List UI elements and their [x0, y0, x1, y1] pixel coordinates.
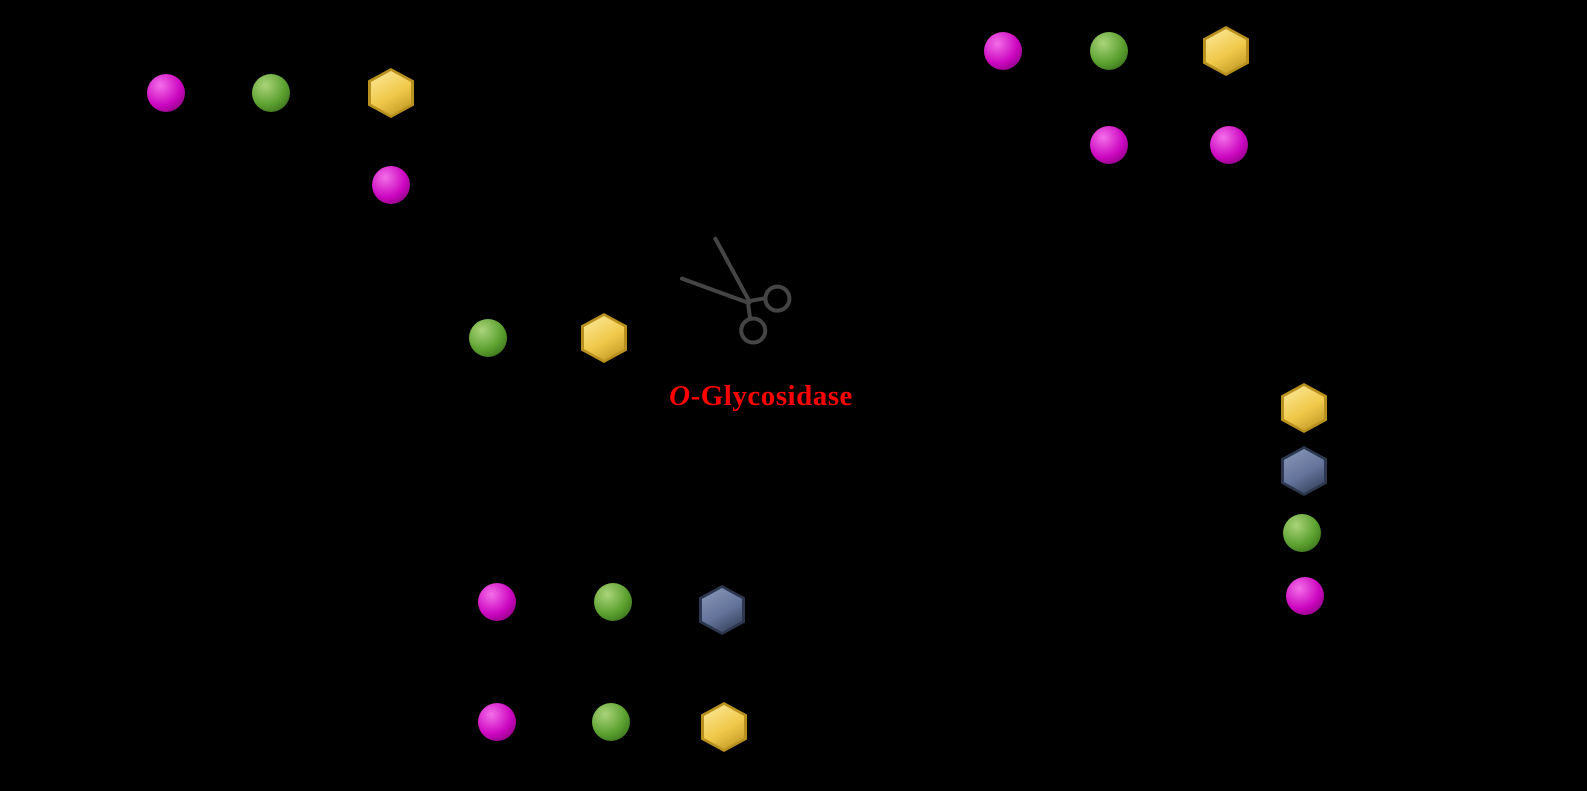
enzyme-label-prefix: O: [669, 380, 691, 412]
enzyme-label: O-Glycosidase: [646, 380, 876, 413]
yellow-hexagon: [1203, 26, 1249, 76]
magenta-sphere: [1286, 577, 1324, 615]
magenta-sphere: [478, 703, 516, 741]
hexagon-face: [371, 71, 411, 115]
magenta-sphere: [478, 583, 516, 621]
magenta-sphere: [1210, 126, 1248, 164]
scissors-icon: [678, 236, 798, 358]
magenta-sphere: [147, 74, 185, 112]
green-sphere: [1283, 514, 1321, 552]
yellow-hexagon: [368, 68, 414, 118]
hexagon-face: [1284, 449, 1324, 493]
magenta-sphere: [1090, 126, 1128, 164]
enzyme-label-rest: -Glycosidase: [690, 380, 853, 412]
hexagon-face: [584, 316, 624, 360]
blue-hexagon: [699, 585, 745, 635]
green-sphere: [592, 703, 630, 741]
hexagon-face: [1206, 29, 1246, 73]
hexagon-face: [1284, 386, 1324, 430]
magenta-sphere: [372, 166, 410, 204]
green-sphere: [469, 319, 507, 357]
hexagon-face: [704, 705, 744, 749]
green-sphere: [594, 583, 632, 621]
yellow-hexagon: [701, 702, 747, 752]
yellow-hexagon: [581, 313, 627, 363]
hexagon-face: [702, 588, 742, 632]
green-sphere: [1090, 32, 1128, 70]
yellow-hexagon: [1281, 383, 1327, 433]
blue-hexagon: [1281, 446, 1327, 496]
scissors-svg: [679, 236, 792, 345]
green-sphere: [252, 74, 290, 112]
magenta-sphere: [984, 32, 1022, 70]
